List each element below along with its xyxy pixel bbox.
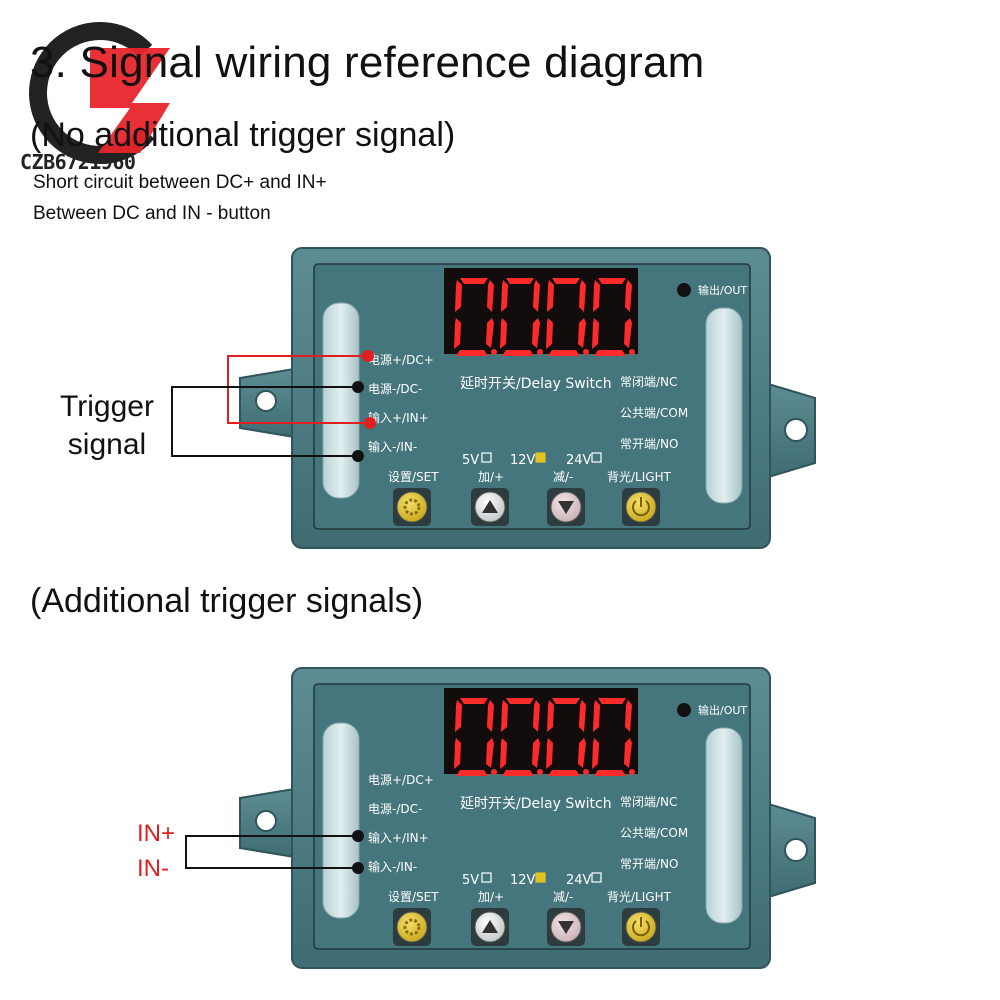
- top-button-label-1: 设置/SET: [388, 470, 439, 484]
- bottom-display-dot-1: [491, 769, 497, 775]
- top-voltage-24V: 24V: [566, 453, 592, 468]
- wire-in-external: [185, 835, 358, 869]
- top-down-arrow-icon: [558, 501, 574, 514]
- bottom-voltage-box-24V: [591, 872, 602, 883]
- bottom-left-ear-hole: [255, 810, 277, 832]
- top-terminal-left-4: 输入-/IN-: [368, 439, 417, 454]
- top-terminal-left-1: 电源+/DC+: [368, 353, 434, 367]
- terminal-dot-in-plus: [364, 417, 376, 429]
- terminal-dot-in-minus: [352, 450, 364, 462]
- top-terminal-right-2: 公共端/COM: [620, 406, 688, 420]
- top-up-arrow-icon: [482, 500, 498, 513]
- bottom-power-icon: [632, 920, 650, 937]
- top-right-ear-hole: [784, 418, 808, 442]
- top-right-terminal-slot: [705, 307, 743, 504]
- section-subtitle-no-trigger: (No additional trigger signal): [30, 116, 456, 154]
- top-button-label-2: 加/+: [478, 470, 504, 484]
- wire-dc-plus-to-in-plus: [227, 355, 368, 424]
- bottom-voltage-box-5V: [481, 872, 492, 883]
- top-button-label-4: 背光/LIGHT: [607, 470, 672, 484]
- top-display-dot-3: [583, 349, 589, 355]
- top-left-terminal-slot: [322, 302, 360, 499]
- bottom-button-label-3: 减/-: [553, 890, 573, 904]
- brand-logo-icon: [29, 22, 171, 164]
- top-terminal-right-3: 常开端/NO: [620, 437, 678, 451]
- watermark-text: CZB6721960: [20, 150, 136, 174]
- top-display-dot-1: [491, 349, 497, 355]
- bottom-voltage-24V: 24V: [566, 873, 592, 888]
- bottom-right-terminal-slot: [705, 727, 743, 924]
- trigger-label-line-2: signal: [67, 428, 147, 461]
- top-button-label-3: 减/-: [553, 470, 573, 484]
- trigger-label-line-1: Trigger: [60, 390, 154, 423]
- bottom-down-arrow-icon: [558, 921, 574, 934]
- wire-trigger-signal: [171, 386, 358, 457]
- bottom-output-led: [677, 703, 691, 717]
- in-minus-label: IN-: [137, 855, 169, 882]
- top-voltage-12V: 12V: [510, 453, 536, 468]
- terminal-dot-dc-minus: [352, 381, 364, 393]
- bottom-display-dot-4: [629, 769, 635, 775]
- bottom-gear-icon: [403, 918, 421, 936]
- note-line-2: Between DC and IN - button: [33, 203, 271, 224]
- top-power-icon: [632, 500, 650, 517]
- bottom-delay-switch-label: 延时开关/Delay Switch: [460, 796, 612, 812]
- note-line-1: Short circuit between DC+ and IN+: [33, 172, 327, 193]
- trigger-signal-label: Trigger signal: [52, 388, 162, 464]
- top-voltage-box-12V: [535, 452, 546, 463]
- terminal-dot-bottom-in-minus: [352, 862, 364, 874]
- top-device-panel: [313, 263, 751, 530]
- top-gear-icon: [403, 498, 421, 516]
- top-display-dot-4: [629, 349, 635, 355]
- bottom-up-arrow-icon: [482, 920, 498, 933]
- bottom-voltage-box-12V: [535, 872, 546, 883]
- top-voltage-box-24V: [591, 452, 602, 463]
- bottom-button-label-2: 加/+: [478, 890, 504, 904]
- top-out-label: 输出/OUT: [698, 283, 747, 297]
- bottom-display-dot-3: [583, 769, 589, 775]
- section-subtitle-additional: (Additional trigger signals): [30, 582, 424, 620]
- bottom-terminal-right-2: 公共端/COM: [620, 826, 688, 840]
- top-left-ear-hole: [255, 390, 277, 412]
- top-voltage-box-5V: [481, 452, 492, 463]
- bottom-terminal-left-3: 输入+/IN+: [368, 830, 429, 845]
- bottom-left-terminal-slot: [322, 722, 360, 919]
- bottom-voltage-12V: 12V: [510, 873, 536, 888]
- bottom-set-button: [396, 911, 428, 943]
- page-title: 3. Signal wiring reference diagram: [30, 38, 705, 87]
- bottom-display-dot-2: [537, 769, 543, 775]
- bottom-right-ear-hole: [784, 838, 808, 862]
- top-terminal-left-2: 电源-/DC-: [368, 382, 422, 396]
- bottom-terminal-right-1: 常闭端/NC: [620, 795, 677, 809]
- bottom-out-label: 输出/OUT: [698, 703, 747, 717]
- terminal-dot-dc-plus: [362, 350, 374, 362]
- top-output-led: [677, 283, 691, 297]
- bottom-terminal-right-3: 常开端/NO: [620, 857, 678, 871]
- top-voltage-5V: 5V: [462, 453, 479, 468]
- top-delay-switch-label: 延时开关/Delay Switch: [460, 376, 612, 392]
- top-terminal-right-1: 常闭端/NC: [620, 375, 677, 389]
- bottom-device-panel: [313, 683, 751, 950]
- top-terminal-left-3: 输入+/IN+: [368, 410, 429, 425]
- top-display-dot-2: [537, 349, 543, 355]
- terminal-dot-bottom-in-plus: [352, 830, 364, 842]
- bottom-terminal-left-1: 电源+/DC+: [368, 773, 434, 787]
- top-set-button: [396, 491, 428, 523]
- in-plus-label: IN+: [137, 820, 176, 847]
- bottom-terminal-left-2: 电源-/DC-: [368, 802, 422, 816]
- bottom-button-label-4: 背光/LIGHT: [607, 890, 672, 904]
- bottom-button-label-1: 设置/SET: [388, 890, 439, 904]
- bottom-voltage-5V: 5V: [462, 873, 479, 888]
- bottom-terminal-left-4: 输入-/IN-: [368, 859, 417, 874]
